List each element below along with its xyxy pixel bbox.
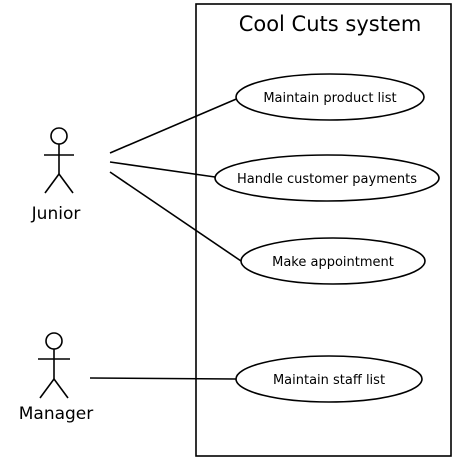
association-junior-maintain-product-list — [109, 96, 242, 154]
actor-junior: Junior — [31, 127, 81, 224]
use-case-label: Maintain staff list — [273, 373, 385, 388]
actor-manager: Manager — [19, 332, 94, 424]
stick-figure-icon — [44, 127, 74, 194]
system-title: Cool Cuts system — [239, 12, 422, 36]
association-junior-handle-customer-payments — [109, 161, 216, 178]
use-case-label: Make appointment — [272, 255, 394, 270]
use-case-label: Handle customer payments — [237, 172, 417, 187]
use-case-ellipse — [235, 355, 423, 403]
use-case-ellipse — [214, 154, 440, 202]
association-junior-make-appointment — [109, 171, 242, 262]
stick-figure-icon — [38, 332, 70, 399]
actor-label: Manager — [19, 404, 94, 424]
use-case-handle-customer-payments: Handle customer payments — [214, 154, 440, 202]
actor-label: Junior — [31, 204, 81, 224]
use-case-ellipse — [235, 73, 425, 121]
use-case-label: Maintain product list — [263, 91, 396, 106]
use-case-maintain-staff-list: Maintain staff list — [235, 355, 423, 403]
association-manager-maintain-staff-list — [89, 377, 237, 380]
use-case-maintain-product-list: Maintain product list — [235, 73, 425, 121]
use-case-ellipse — [240, 237, 426, 285]
use-case-make-appointment: Make appointment — [240, 237, 426, 285]
